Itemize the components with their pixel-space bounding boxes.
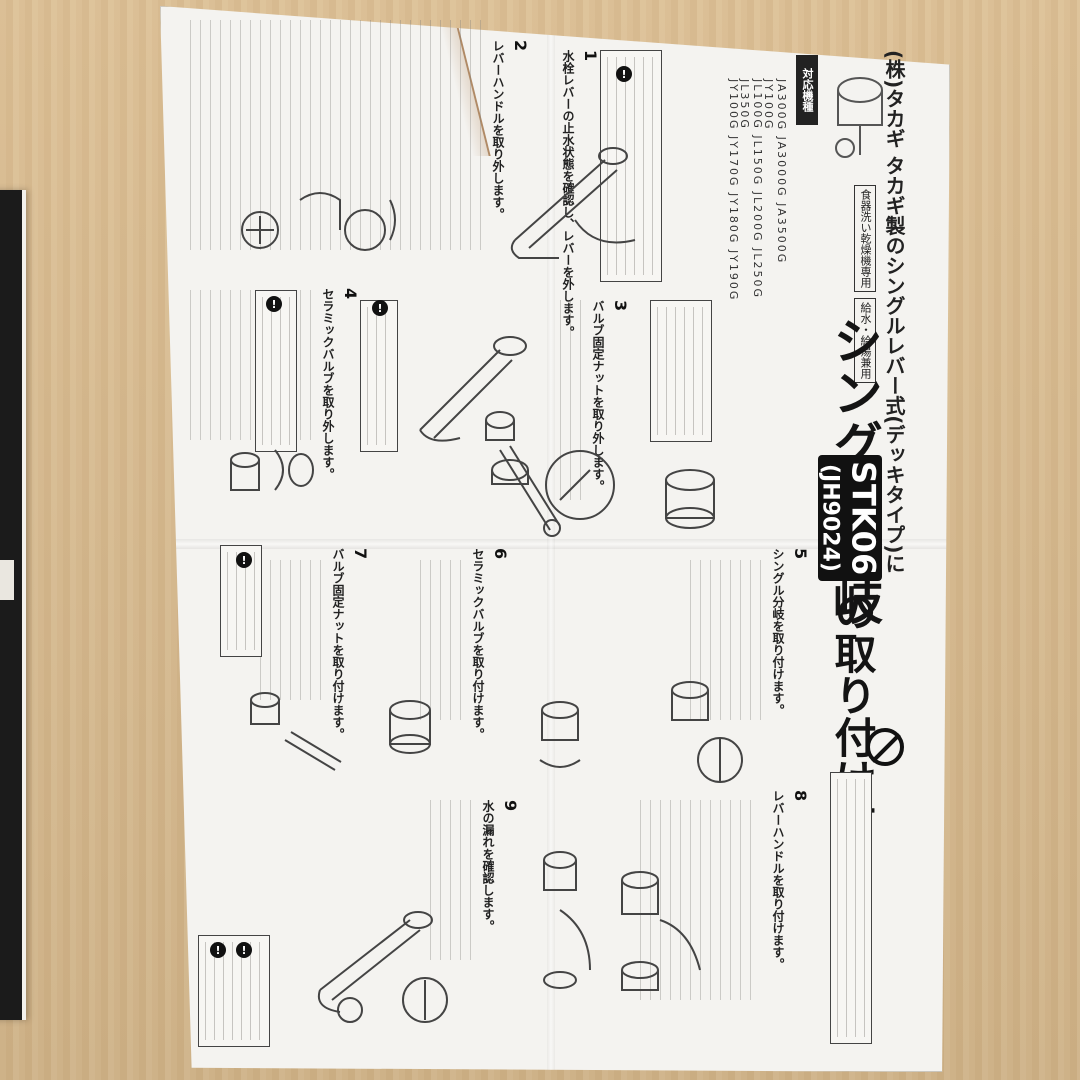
cartridge-illustration [520, 690, 610, 784]
step-heading: レバーハンドルを取り付けます。 [771, 790, 785, 970]
faucet-illustration [300, 880, 450, 1034]
intro-heading: (株)タカギ タカギ製のシングルレバー式(デッキタイプ)に [880, 50, 909, 574]
note-text [262, 297, 290, 445]
cartridge-illustration [370, 690, 470, 784]
step-number: 1 [581, 50, 600, 62]
body-text-block [420, 560, 470, 720]
note-text [227, 552, 255, 650]
valve-illustration [215, 440, 325, 524]
step-number: 8 [791, 790, 810, 802]
caution-icon: ! [266, 296, 282, 312]
caution-icon: ! [616, 66, 632, 82]
nut-illustration [470, 400, 560, 504]
second-leaflet [0, 190, 26, 1020]
body-text-block [690, 560, 770, 720]
note-text [657, 307, 705, 435]
address-text [837, 779, 865, 1037]
step-7: 7 バルブ固定ナットを取り付けます。 [330, 548, 370, 740]
intro-text: タカギ製のシングルレバー式(デッキタイプ)に [882, 155, 906, 574]
maker-name: (株)タカギ [882, 50, 906, 149]
step-6: 6 セラミックバルブを取り付けます。 [470, 548, 510, 740]
caution-box [600, 50, 662, 282]
step-number: 5 [791, 548, 810, 560]
step-number: 2 [511, 40, 530, 52]
model-sub: (JH9024) [817, 464, 843, 572]
step-4: 4 セラミックバルブを取り外します。 [320, 288, 360, 480]
lever-illustration [520, 820, 610, 1014]
caution-icon: ! [236, 552, 252, 568]
circle-detail-illustration [540, 440, 620, 534]
address-box [830, 772, 872, 1044]
step-number: 6 [491, 548, 510, 560]
faucet-illustration [495, 120, 645, 284]
caution-icon: ! [210, 942, 226, 958]
branch-illustration [650, 670, 770, 794]
note-text [367, 307, 391, 445]
note-box [360, 300, 398, 452]
note-box [198, 935, 270, 1047]
chip-water: 給水・給湯兼用 [854, 298, 876, 383]
step-heading: セラミックバルブを取り外します。 [321, 288, 335, 480]
step-5: 5 シングル分岐を取り付けます。 [770, 548, 810, 716]
step-heading: セラミックバルブを取り付けます。 [471, 548, 485, 740]
step-heading: バルブ固定ナットを取り外します。 [591, 300, 605, 492]
step-heading: レバーハンドルを取り外します。 [491, 40, 505, 220]
step-8: 8 レバーハンドルを取り付けます。 [770, 790, 810, 970]
caution-icon: ! [236, 942, 252, 958]
note-text [205, 942, 263, 1040]
step-9: 9 水の漏れを確認します。 [480, 800, 520, 932]
model-badge: STK06 (JH9024) [817, 455, 883, 581]
model-code: STK06 [844, 460, 883, 576]
faucet-illustration [400, 320, 550, 464]
compatible-models: 対応機種 JA300G JA3000G JA3500G JY100G JL100… [668, 55, 818, 305]
model-column-1: JA300G JA3000G JA3500G JY100G [762, 79, 788, 265]
detail-circle-illustration [400, 970, 450, 1034]
body-text-block [560, 300, 590, 500]
body-text-block [260, 560, 330, 700]
step-3: 3 バルブ固定ナットを取り外します。 [590, 300, 630, 492]
step-number: 9 [501, 800, 520, 812]
caution-icon: ! [372, 300, 388, 316]
step-heading: シングル分岐を取り付けます。 [771, 548, 785, 716]
model-column-2: JL100G JL150G JL200G JL250G JL350G [738, 79, 764, 300]
leaflet-tab [0, 560, 14, 600]
step-heading: バルブ固定ナットを取り付けます。 [331, 548, 345, 740]
lever-illustration [600, 860, 710, 1004]
faucet-illustration [820, 70, 890, 174]
wrench-illustration [235, 680, 345, 784]
caution-text [607, 57, 655, 275]
cartridge-illustration [650, 460, 730, 544]
step-number: 3 [611, 300, 630, 312]
usage-chips: 食器洗い乾燥機専用 給水・給湯兼用 [854, 185, 876, 383]
note-box [650, 300, 712, 442]
model-column-3: JY100G JY170G JY180G JY190G [727, 79, 740, 302]
step-number: 7 [351, 548, 370, 560]
model-list-label: 対応機種 [796, 55, 818, 125]
wrench-illustration [490, 440, 561, 544]
step-heading: 水の漏れを確認します。 [481, 800, 495, 932]
body-text-block [430, 800, 480, 960]
chip-dishwasher: 食器洗い乾燥機専用 [854, 185, 876, 292]
prohibit-icon [866, 728, 904, 766]
step-number: 4 [341, 288, 360, 300]
step-2: 2 レバーハンドルを取り外します。 [490, 40, 530, 220]
note-box [255, 290, 297, 452]
lever-illustration [240, 170, 420, 284]
